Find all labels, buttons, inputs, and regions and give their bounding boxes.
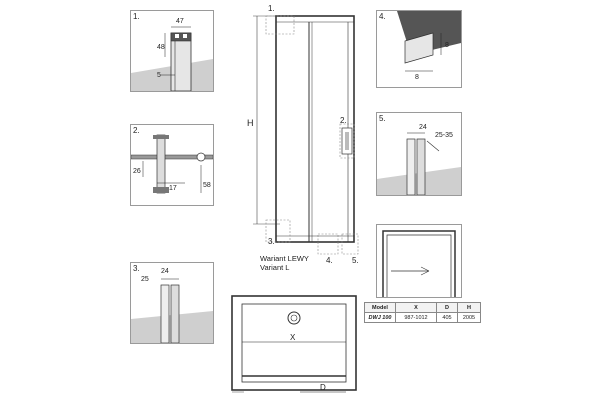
spec-header-d: D xyxy=(436,302,458,313)
detail-1-dim-width: 47 xyxy=(176,18,184,25)
spec-cell-h: 2005 xyxy=(457,312,481,323)
detail-5-dim-range: 25-35 xyxy=(435,132,453,139)
detail-5-drawing: 24 25-35 xyxy=(377,124,461,195)
callout-4-label: 4. xyxy=(326,256,333,265)
detail-1-drawing: 47 48 5 xyxy=(131,18,213,91)
detail-4-number: 4. xyxy=(379,12,386,21)
detail-3-panel: 24 25 3. xyxy=(130,262,214,344)
spec-cell-x: 987-1012 xyxy=(395,312,437,323)
detail-2-drawing: 26 17 58 xyxy=(131,134,213,194)
detail-4-panel: 8 8 4. xyxy=(376,10,462,88)
detail-5-dim-24: 24 xyxy=(419,124,427,131)
detail-5-panel: 24 25-35 5. xyxy=(376,112,462,196)
spec-table-header-row: Model X D H xyxy=(364,302,481,313)
variant-line-2: Variant L xyxy=(260,263,290,272)
height-dimension-label: H xyxy=(247,118,254,128)
plan-d-label: D xyxy=(320,383,326,392)
small-plan-panel xyxy=(376,224,462,298)
detail-3-dim-24: 24 xyxy=(161,268,169,275)
spec-cell-model: DWJ 100 xyxy=(364,312,396,323)
detail-1-number: 1. xyxy=(133,12,140,21)
detail-3-number: 3. xyxy=(133,264,140,273)
variant-caption: Wariant LEWY Variant L xyxy=(260,254,309,272)
detail-3-drawing: 24 25 xyxy=(131,268,213,343)
detail-1-dim-height: 48 xyxy=(157,44,165,51)
callout-2-label: 2. xyxy=(340,116,347,125)
spec-table: Model X D H DWJ 100 987-1012 405 2005 xyxy=(364,302,481,323)
detail-2-dim-58: 58 xyxy=(203,182,211,189)
detail-4-drawing: 8 8 xyxy=(397,11,461,81)
table-row: DWJ 100 987-1012 405 2005 xyxy=(364,312,481,323)
detail-1-panel: 47 48 5 1. xyxy=(130,10,214,92)
plan-x-label: X xyxy=(290,333,296,342)
spec-header-model: Model xyxy=(364,302,396,313)
detail-2-dim-17: 17 xyxy=(169,185,177,192)
detail-2-number: 2. xyxy=(133,126,140,135)
detail-4-dim-height: 8 xyxy=(445,42,449,49)
detail-2-dim-26: 26 xyxy=(133,168,141,175)
detail-5-number: 5. xyxy=(379,114,386,123)
spec-header-x: X xyxy=(395,302,437,313)
detail-4-dim-width: 8 xyxy=(415,74,419,81)
detail-3-dim-25: 25 xyxy=(141,276,149,283)
callout-5-label: 5. xyxy=(352,256,359,265)
spec-cell-d: 405 xyxy=(436,312,458,323)
callout-1-label: 1. xyxy=(268,4,275,13)
callout-3-label: 3. xyxy=(268,237,275,246)
detail-2-panel: 26 17 58 2. xyxy=(130,124,214,206)
detail-1-dim-small: 5 xyxy=(157,72,161,79)
variant-line-1: Wariant LEWY xyxy=(260,254,309,263)
small-plan-drawing xyxy=(382,230,456,297)
spec-header-h: H xyxy=(457,302,481,313)
